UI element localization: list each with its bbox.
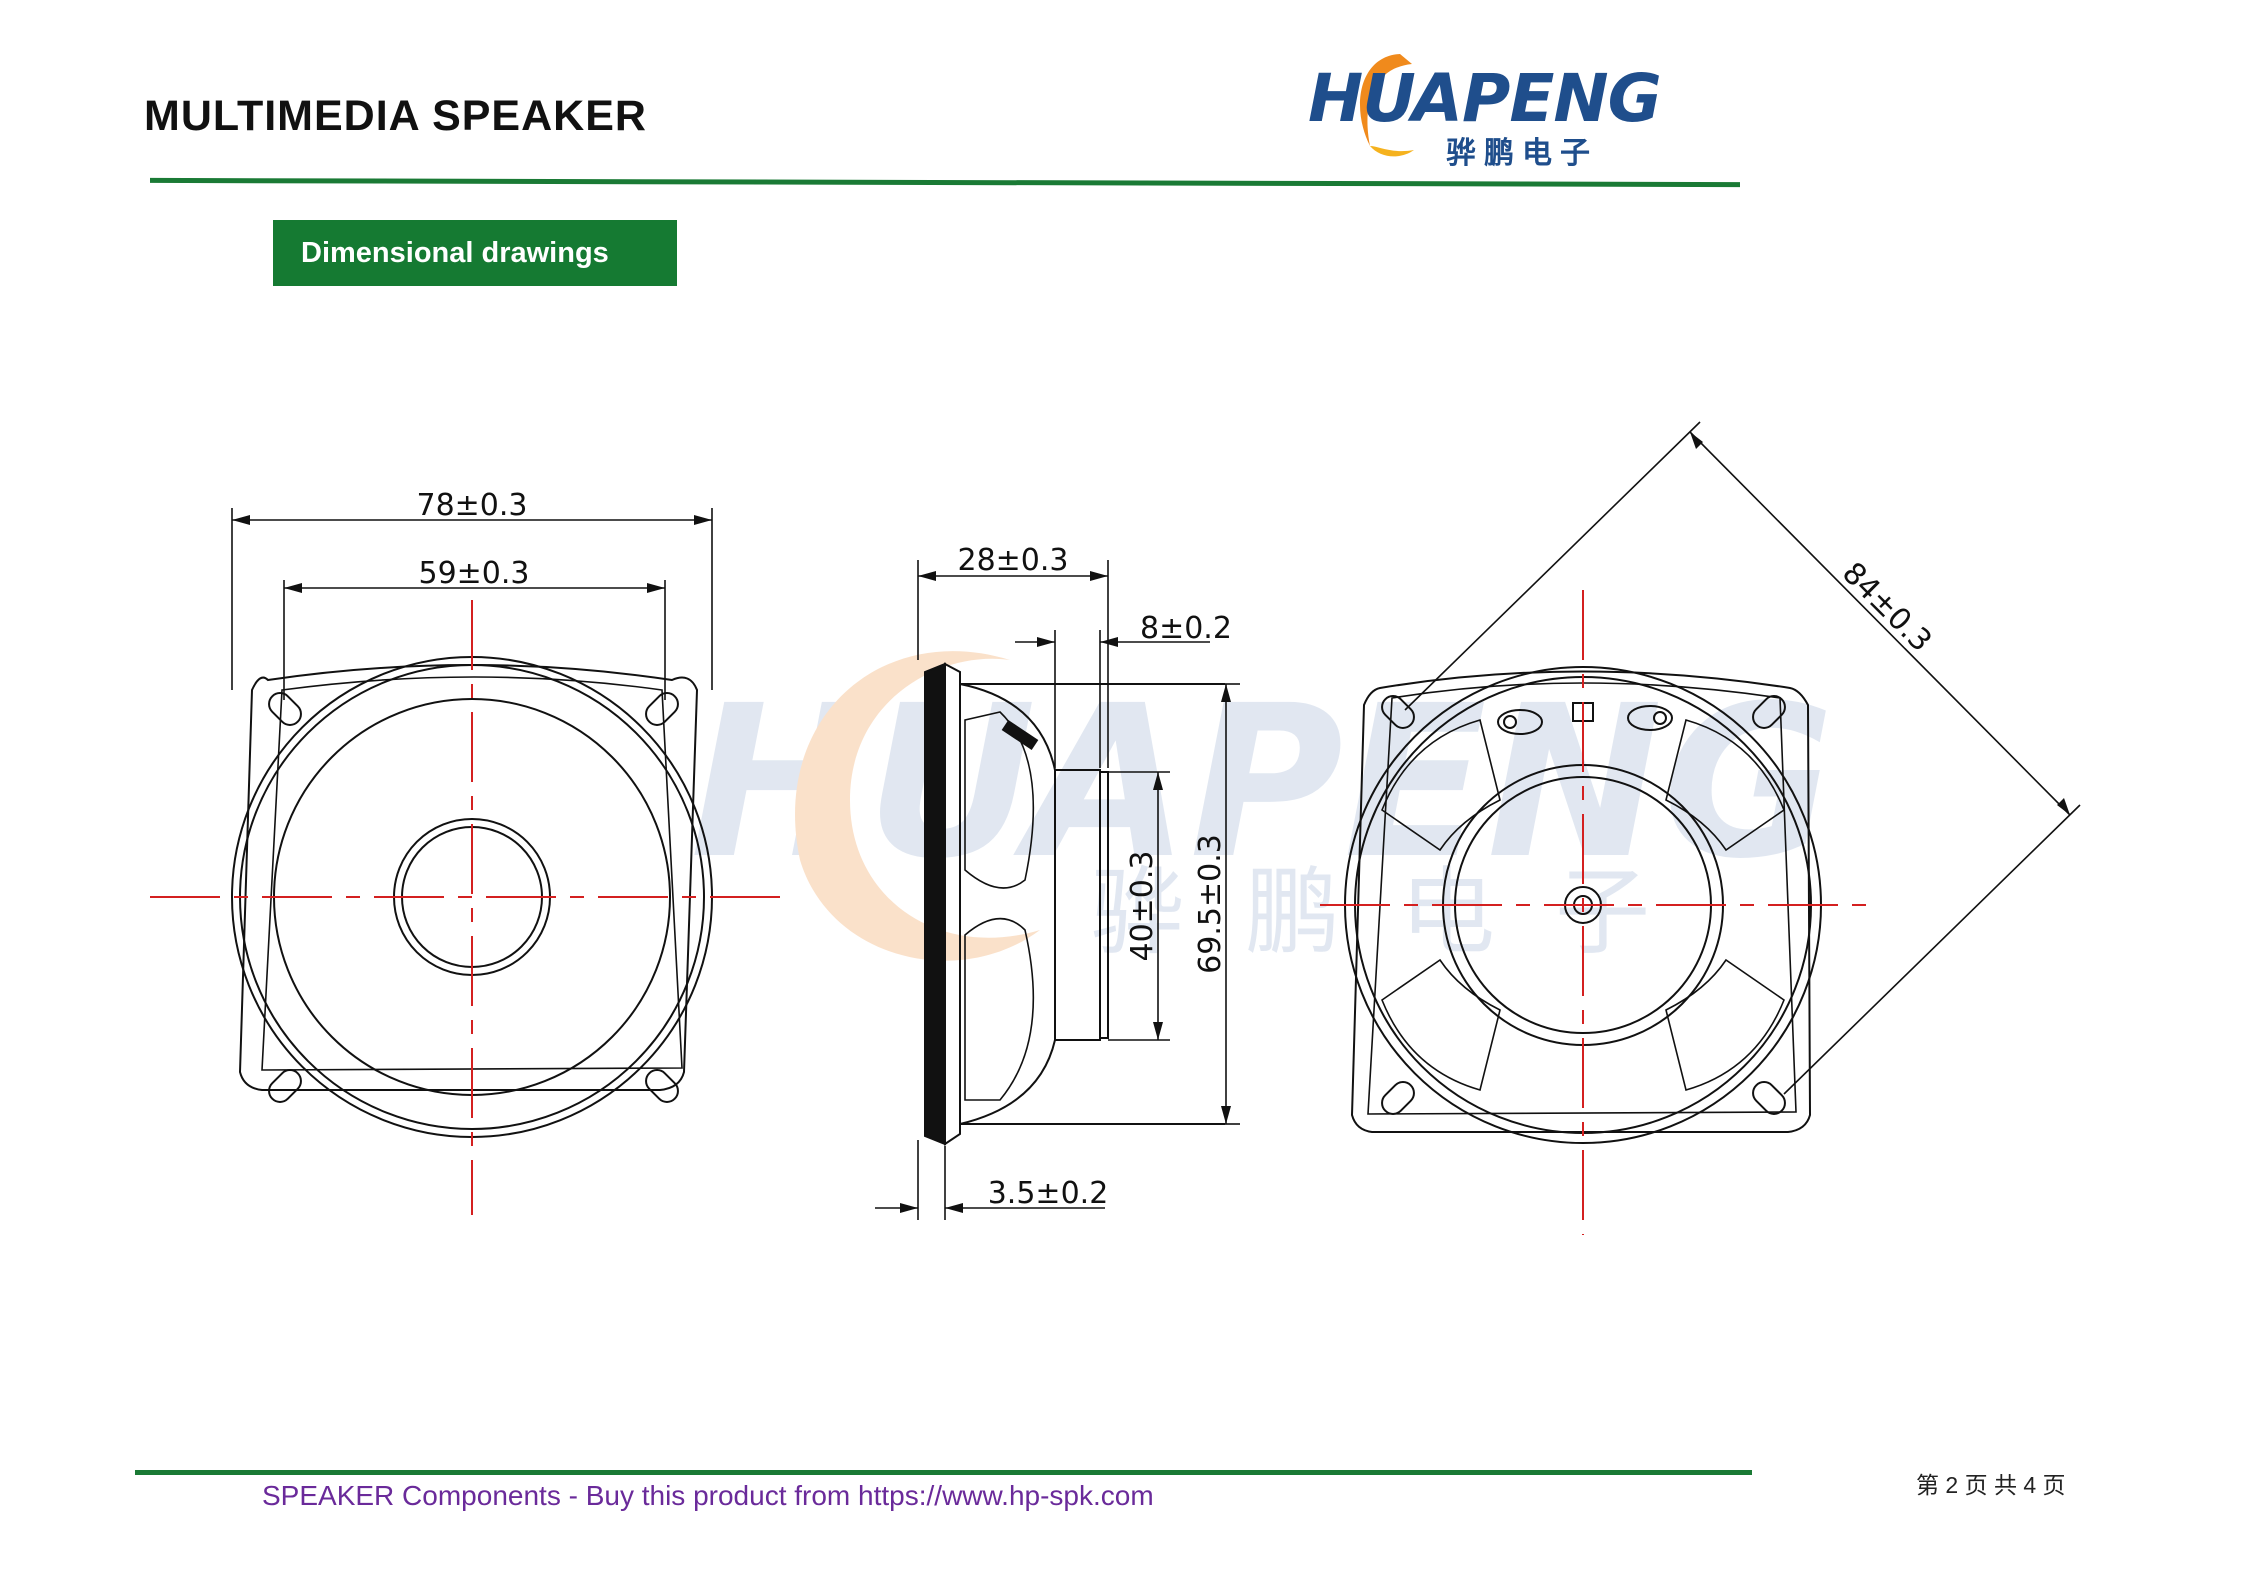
brand-logo: HUAPENG 骅鹏电子 <box>1300 46 1662 176</box>
footer-divider <box>135 1470 1752 1475</box>
dim-magnet-diameter: 40±0.3 <box>1125 850 1160 961</box>
dim-hole-spacing: 59±0.3 <box>418 556 529 591</box>
front-centerlines <box>150 600 790 1215</box>
dim-rear-diagonal: 84±0.3 <box>1835 556 1938 659</box>
dim-flange-thickness: 3.5±0.2 <box>988 1176 1109 1211</box>
page-title: MULTIMEDIA SPEAKER <box>144 92 647 140</box>
front-dimensions <box>231 508 713 700</box>
dim-outer-width: 78±0.3 <box>416 488 527 523</box>
page-number: 第 2 页 共 4 页 <box>1916 1472 2066 1498</box>
logo-chinese-name: 骅鹏电子 <box>1446 136 1598 171</box>
dim-depth: 28±0.3 <box>957 543 1068 578</box>
watermark-chinese-name: 骅鹏电子 <box>1090 858 1710 968</box>
dim-overall-height: 69.5±0.3 <box>1193 834 1228 974</box>
side-view <box>924 662 1225 1146</box>
logo-wordmark: HUAPENG <box>1308 60 1662 137</box>
footer-link-text[interactable]: SPEAKER Components - Buy this product fr… <box>262 1480 1154 1511</box>
section-heading: Dimensional drawings <box>273 220 677 286</box>
dim-magnet-height: 8±0.2 <box>1140 611 1232 646</box>
side-dimensions <box>875 560 1240 1220</box>
rear-centerlines <box>1320 590 1880 1235</box>
logo-swoosh-icon <box>1360 54 1414 157</box>
rear-dimensions <box>1404 421 2081 1095</box>
watermark: HUAPENG 骅鹏电子 <box>690 651 1835 968</box>
